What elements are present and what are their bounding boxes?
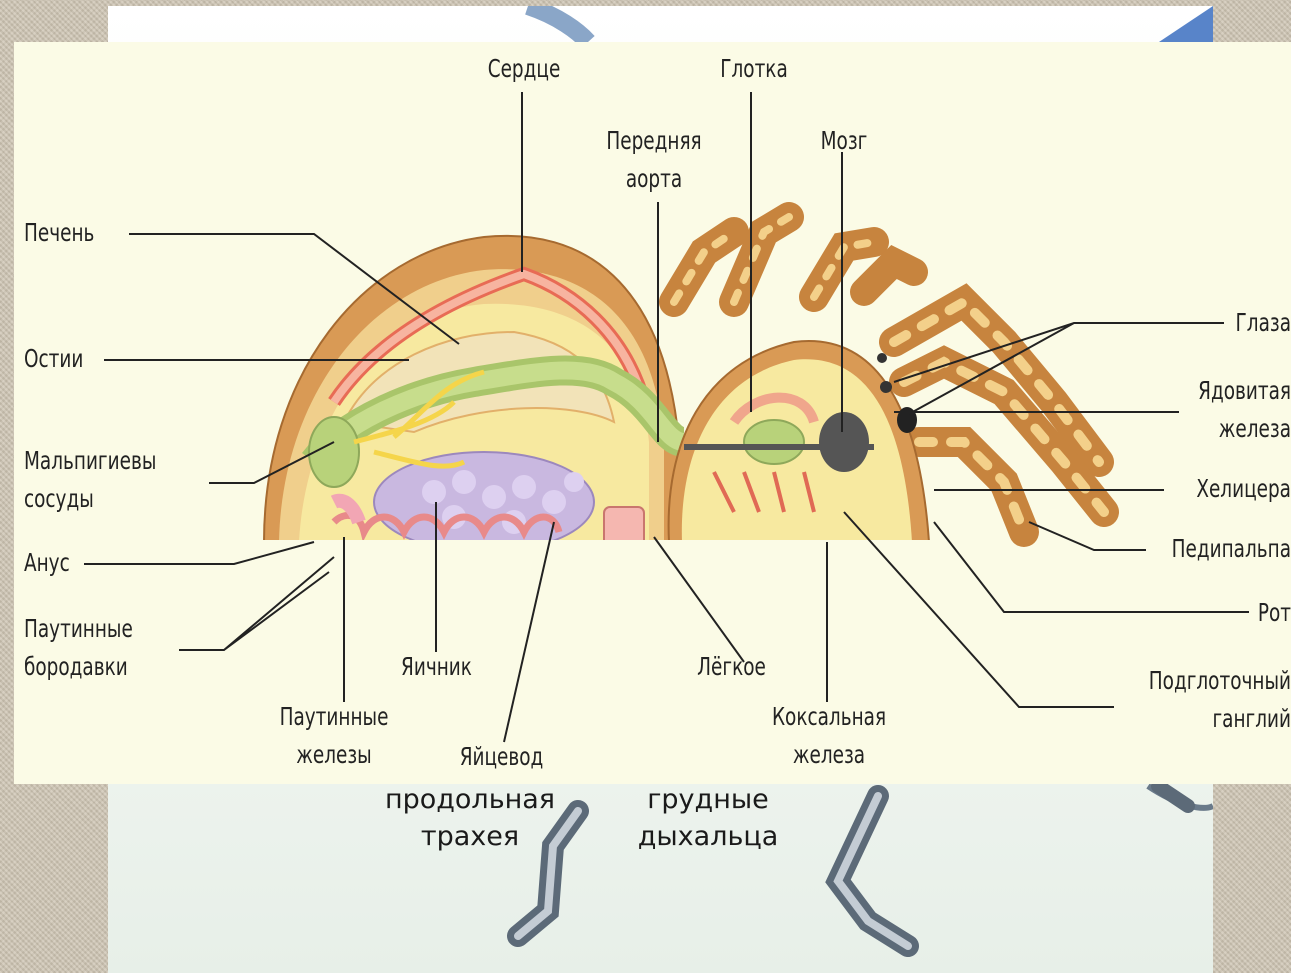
- label-eyes: Глаза: [1225, 304, 1291, 342]
- label-spinnerets: Паутинные бородавки: [24, 610, 133, 686]
- label-chelicera: Хелицера: [1168, 470, 1291, 508]
- label-brain: Мозг: [803, 122, 885, 160]
- label-malpighian-tubules: Мальпигиевы сосуды: [24, 442, 156, 518]
- label-subesophageal-ganglion: Подглоточный ганглий: [1127, 662, 1291, 738]
- label-lung: Лёгкое: [688, 648, 774, 686]
- label-heart: Сердце: [479, 50, 569, 88]
- label-ovary: Яичник: [389, 648, 483, 686]
- label-ostia: Остии: [24, 340, 83, 378]
- label-pharynx: Глотка: [709, 50, 799, 88]
- label-liver: Печень: [24, 214, 94, 252]
- label-longitudinal-trachea: продольная трахея: [370, 781, 570, 855]
- label-oviduct: Яйцевод: [450, 738, 553, 776]
- label-anterior-aorta: Передняя аорта: [593, 122, 716, 198]
- label-anus: Анус: [24, 544, 70, 582]
- label-pedipalp: Педипальпа: [1152, 530, 1291, 568]
- spider-anatomy-diagram: Сердце Глотка Передняя аорта Мозг Печень…: [14, 42, 1291, 784]
- label-silk-glands: Паутинные железы: [273, 698, 396, 774]
- label-coxal-gland: Коксальная железа: [768, 698, 891, 774]
- label-mouth: Рот: [1242, 594, 1291, 632]
- label-venom-gland: Ядовитая железа: [1176, 372, 1291, 448]
- label-thoracic-spiracles: грудные дыхальца: [608, 781, 808, 855]
